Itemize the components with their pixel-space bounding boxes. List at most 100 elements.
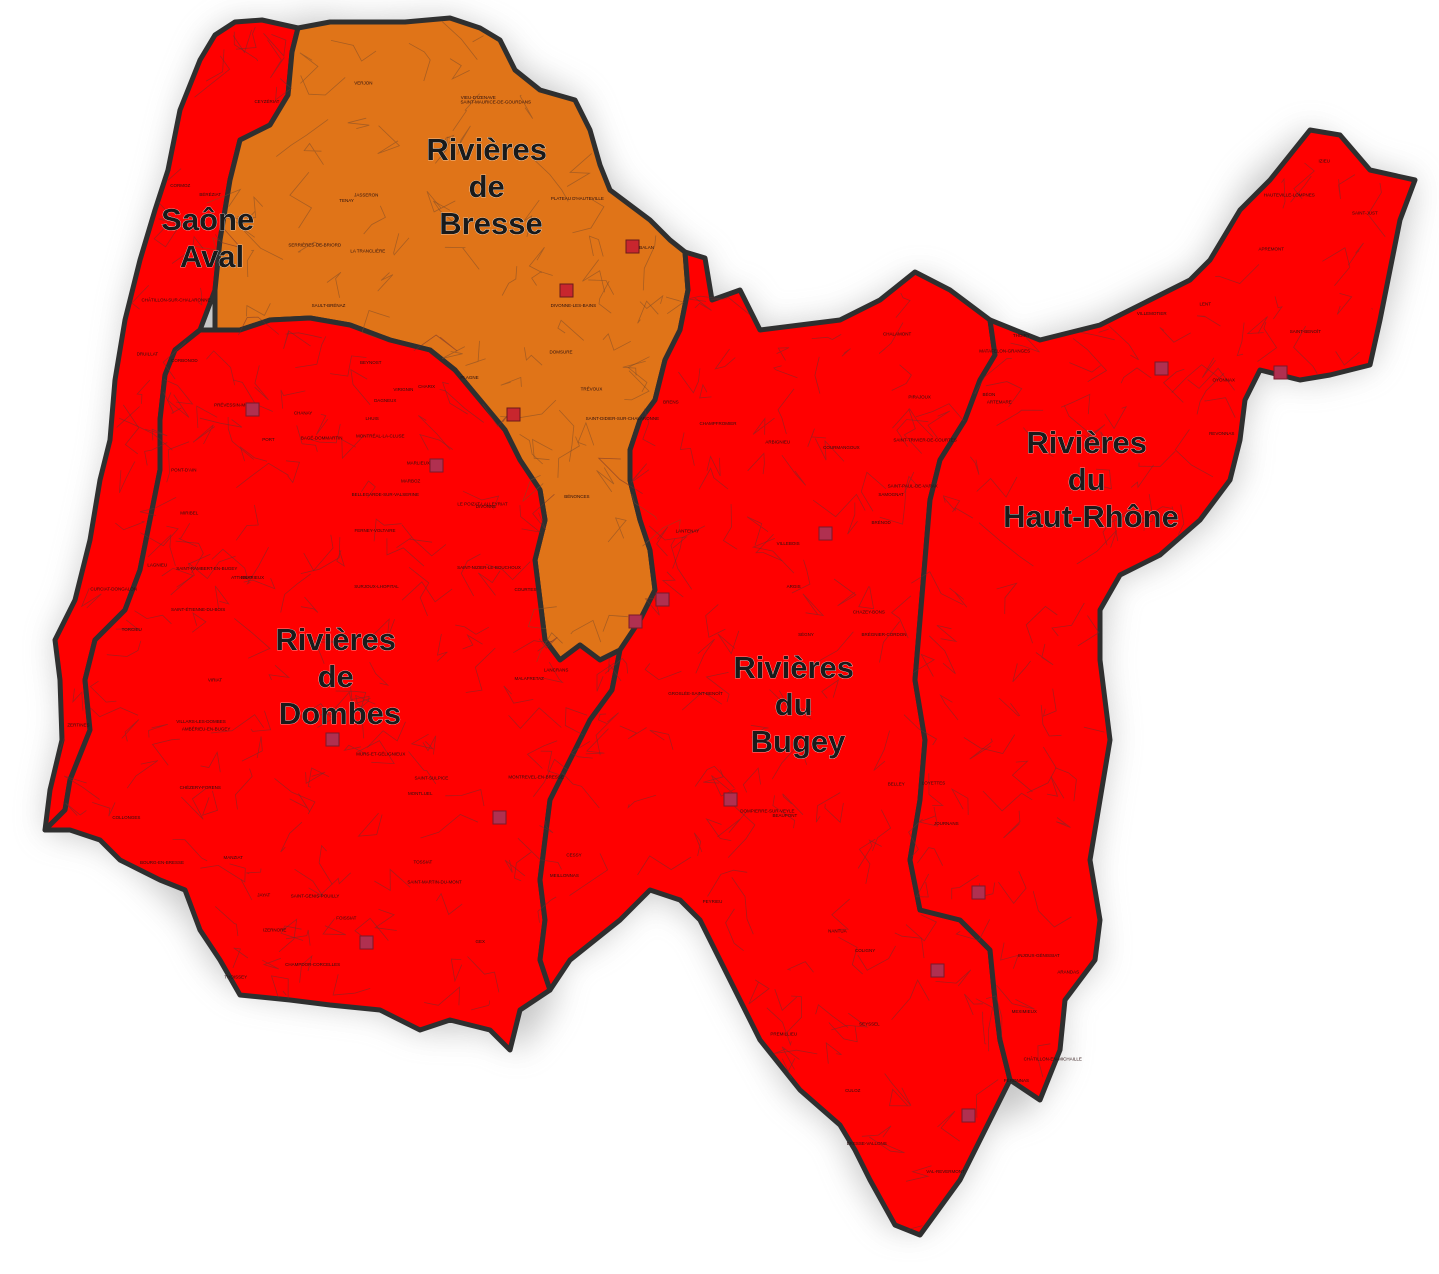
station-marker[interactable]: [655, 592, 670, 607]
commune-boundary: [588, 235, 604, 257]
commune-boundary: [916, 847, 944, 866]
commune-boundary: [449, 58, 470, 80]
commune-boundary: [1246, 316, 1268, 334]
commune-label: REYRIEUX: [241, 575, 264, 580]
commune-boundary: [136, 379, 151, 404]
commune-boundary: [439, 389, 484, 423]
commune-boundary: [1347, 242, 1364, 266]
commune-boundary: [785, 995, 803, 1034]
commune-boundary: [471, 1000, 490, 1011]
commune-boundary: [1035, 643, 1054, 666]
commune-label: OYONNAX: [1212, 378, 1235, 383]
station-marker[interactable]: [818, 526, 833, 541]
station-marker[interactable]: [961, 1108, 976, 1123]
station-marker[interactable]: [359, 935, 374, 950]
commune-boundary: [1104, 405, 1128, 430]
region-rivieres-du-haut-rhone[interactable]: [907, 127, 1418, 1103]
commune-boundary: [1108, 325, 1139, 361]
commune-boundary: [774, 988, 798, 1012]
station-marker[interactable]: [1154, 361, 1169, 376]
commune-boundary: [303, 534, 334, 572]
commune-label: PÉRONNAS: [1004, 1077, 1029, 1083]
commune-boundary: [772, 795, 796, 829]
commune-boundary: [722, 504, 738, 550]
commune-boundary: [996, 582, 1018, 615]
region-rivieres-de-dombes[interactable]: [42, 315, 623, 1053]
commune-boundary: [148, 723, 168, 738]
commune-label: ARTEMARE: [987, 400, 1012, 405]
commune-label: MIRIBEL: [180, 511, 199, 516]
commune-boundary: [1077, 615, 1100, 647]
commune-boundary: [1171, 506, 1176, 519]
station-marker[interactable]: [625, 239, 640, 254]
commune-boundary: [825, 1042, 842, 1064]
commune-boundary: [1056, 817, 1071, 828]
commune-boundary: [1196, 372, 1225, 415]
commune-boundary: [366, 721, 406, 748]
commune-boundary: [503, 685, 534, 704]
commune-boundary: [794, 706, 813, 720]
station-marker[interactable]: [723, 792, 738, 807]
commune-boundary: [536, 632, 563, 663]
station-marker[interactable]: [429, 458, 444, 473]
commune-boundary: [782, 793, 804, 815]
commune-label: DOMPIERRE-SUR-VEYLE: [740, 808, 794, 813]
station-marker[interactable]: [492, 810, 507, 825]
station-marker[interactable]: [559, 283, 574, 298]
commune-boundary: [232, 29, 252, 54]
commune-label: DIVONNE-LES-BAINS: [551, 303, 597, 308]
station-marker[interactable]: [628, 614, 643, 629]
commune-boundary: [163, 391, 182, 414]
commune-boundary: [181, 788, 206, 820]
commune-label: SAINT-DIDIER-SUR-CHALARONNE: [586, 416, 660, 421]
commune-boundary: [624, 370, 650, 401]
commune-label: BALAN: [639, 245, 654, 250]
commune-label: VILLEMOTIER: [1137, 311, 1168, 316]
station-marker[interactable]: [245, 402, 260, 417]
commune-boundary: [596, 662, 616, 692]
commune-boundary: [928, 773, 944, 806]
commune-label: BELLEGARDE-SUR-VALSERINE: [352, 492, 419, 497]
commune-boundary: [1076, 530, 1117, 565]
commune-boundary: [227, 416, 254, 460]
commune-boundary: [943, 497, 974, 519]
commune-label: THOIRY: [1013, 333, 1030, 338]
station-marker[interactable]: [325, 732, 340, 747]
commune-boundary: [508, 707, 562, 729]
commune-boundary: [1163, 368, 1185, 403]
commune-boundary: [717, 810, 748, 838]
commune-boundary: [889, 1088, 911, 1107]
commune-boundary: [332, 686, 354, 712]
commune-boundary: [558, 409, 575, 462]
commune-boundary: [1040, 704, 1062, 737]
commune-boundary: [418, 415, 451, 450]
commune-boundary: [1026, 746, 1057, 794]
commune-boundary: [278, 918, 298, 953]
commune-label: LE POIZAT-LALLEYRIAT: [457, 502, 508, 507]
commune-boundary: [519, 505, 542, 533]
commune-boundary: [401, 581, 453, 603]
commune-boundary: [1174, 429, 1214, 478]
commune-boundary: [517, 837, 562, 870]
station-marker[interactable]: [971, 885, 986, 900]
station-marker[interactable]: [506, 407, 521, 422]
commune-boundary: [1120, 367, 1152, 384]
commune-label: MANZIAT: [223, 855, 243, 860]
commune-label: BEYNOST: [360, 360, 382, 365]
commune-boundary: [401, 524, 447, 557]
commune-label: LENT: [1200, 302, 1212, 307]
commune-boundary: [355, 694, 376, 705]
commune-boundary: [695, 638, 715, 674]
commune-boundary: [833, 578, 857, 607]
commune-boundary: [1069, 362, 1101, 373]
station-marker[interactable]: [1273, 365, 1288, 380]
commune-boundary: [89, 680, 117, 703]
commune-label: SERRIÈRES-DE-BRIORD: [288, 241, 342, 247]
station-marker[interactable]: [930, 963, 945, 978]
commune-boundary: [602, 614, 628, 632]
commune-boundary: [119, 461, 136, 493]
commune-label: PRÉVESSIN-MOËNS: [214, 401, 258, 407]
commune-boundary: [710, 296, 750, 315]
commune-boundary: [672, 525, 706, 569]
commune-boundary: [815, 792, 841, 823]
